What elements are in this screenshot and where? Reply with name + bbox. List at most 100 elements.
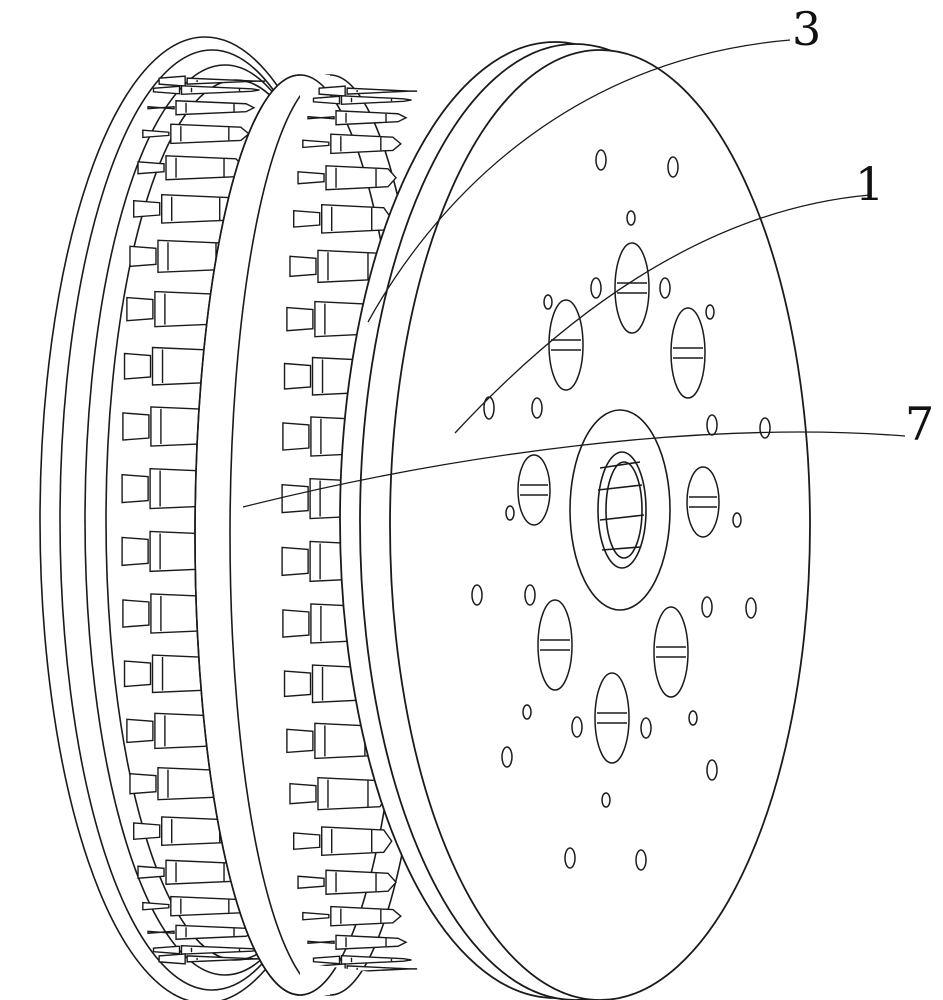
back-tooth <box>133 822 161 841</box>
leader-line-1 <box>454 194 871 434</box>
disc-hole <box>759 417 771 439</box>
disc-hole <box>659 277 671 299</box>
front-tooth <box>283 362 312 390</box>
back-tooth <box>170 895 250 917</box>
disc-hole <box>564 847 576 869</box>
back-tooth <box>147 930 175 935</box>
back-tooth <box>123 660 152 688</box>
front-tooth <box>335 934 408 950</box>
disc-hole <box>594 672 630 764</box>
hole-inner-edge <box>551 339 581 351</box>
disc-hole <box>501 746 513 768</box>
disc-hole <box>745 597 757 619</box>
back-tooth <box>175 100 256 116</box>
front-tooth <box>330 905 402 927</box>
disc-hole <box>614 242 650 334</box>
back-tooth <box>170 123 250 145</box>
back-tooth <box>147 105 175 110</box>
disc-hole <box>543 294 553 310</box>
back-tooth <box>122 412 150 441</box>
disc-hole <box>635 849 647 871</box>
disc-hole <box>595 149 607 171</box>
back-tooth <box>152 85 181 95</box>
front-tooth <box>325 165 397 191</box>
disc-hole <box>471 584 483 606</box>
leader-line-3 <box>367 39 791 323</box>
front-tooth <box>293 832 321 851</box>
disc-hole <box>732 512 742 528</box>
back-tooth <box>121 473 149 504</box>
back-tooth <box>186 77 266 85</box>
disc-hole <box>705 304 715 320</box>
disc-hole <box>522 704 532 720</box>
leader-lines <box>242 39 906 508</box>
disc-holes <box>471 149 771 871</box>
disc-hole <box>483 396 495 420</box>
front-tooth <box>340 95 412 106</box>
back-tooth <box>133 199 161 218</box>
front-tooth <box>318 85 346 97</box>
front-tooth <box>340 954 412 965</box>
front-tooth <box>293 209 321 228</box>
hole-inner-edge <box>520 484 548 496</box>
disc-hole <box>626 210 636 226</box>
back-tooth <box>152 945 181 955</box>
back-tooth <box>137 865 165 879</box>
front-tooth <box>321 826 393 857</box>
label-1: 1 <box>855 157 884 211</box>
disc-hole <box>670 307 706 399</box>
front-tooth <box>335 110 408 126</box>
back-tooth <box>126 296 154 322</box>
front-tooth <box>281 546 309 577</box>
back-tooth <box>126 718 154 744</box>
back-tooth <box>175 924 256 940</box>
disc-hole <box>706 414 718 436</box>
front-tooth <box>346 87 418 95</box>
front-tooth <box>289 782 317 805</box>
front-tooth <box>302 911 330 921</box>
disc-hole <box>701 596 713 618</box>
disc-hole <box>688 710 698 726</box>
disc-hole <box>640 717 652 739</box>
back-tooth <box>165 155 245 181</box>
front-tooth <box>307 940 335 945</box>
front-tooth <box>297 875 325 889</box>
disc-hole <box>505 505 515 521</box>
hole-inner-edge <box>597 712 627 724</box>
leader-line-7 <box>242 431 906 508</box>
front-tooth <box>286 306 314 332</box>
back-tooth <box>180 85 260 96</box>
front-tooth <box>312 95 341 105</box>
back-tooth <box>142 129 170 139</box>
disc-hole <box>667 156 679 178</box>
disc-hole <box>571 716 583 738</box>
back-tooth <box>180 944 260 955</box>
front-tooth <box>297 171 325 185</box>
center-hub <box>569 409 671 611</box>
front-tooth <box>282 422 310 451</box>
back-tooth <box>142 901 170 911</box>
disc-hole <box>653 606 689 698</box>
disc-hole <box>706 759 718 781</box>
disc-hole <box>590 277 602 299</box>
back-tooth <box>137 161 165 175</box>
back-tooth <box>121 536 149 567</box>
back-tooth <box>158 75 186 87</box>
front-tooth <box>302 139 330 149</box>
hole-inner-edge <box>673 347 703 359</box>
back-tooth <box>129 245 157 268</box>
front-tooth <box>325 869 397 895</box>
back-tooth <box>158 953 186 965</box>
back-tooth <box>129 772 157 795</box>
front-tooth <box>286 728 314 754</box>
hole-inner-edge <box>617 282 647 294</box>
front-tooth <box>281 483 309 514</box>
front-tooth <box>312 955 341 965</box>
front-tooth <box>282 609 310 638</box>
front-tooth <box>283 670 312 698</box>
disc-hole <box>686 466 720 538</box>
front-tooth <box>289 255 317 278</box>
hole-inner-edge <box>540 639 570 651</box>
